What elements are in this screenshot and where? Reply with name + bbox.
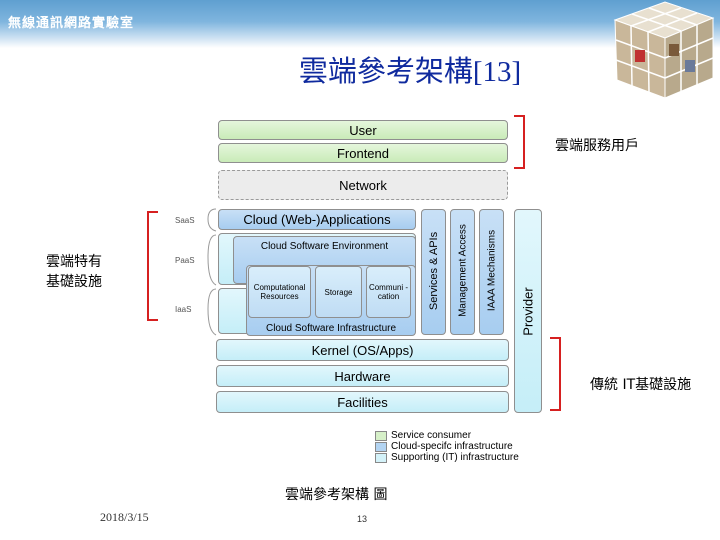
cube-logo [613, 1, 715, 99]
cloud-software-infrastructure-label: Cloud Software Infrastructure [265, 323, 397, 334]
lab-name: 無線通訊網路實驗室 [8, 16, 135, 31]
legend-swatch [375, 430, 387, 441]
hardware-layer: Hardware [216, 365, 509, 387]
network-layer: Network [218, 170, 508, 200]
traditional-it-bracket [550, 337, 561, 411]
services-apis-label: Services & APIs [428, 231, 440, 311]
storage: Storage [315, 266, 362, 318]
header-banner [0, 0, 720, 48]
annotation-traditional-it: 傳統 IT基礎設施 [590, 377, 692, 393]
figure-caption: 雲端參考架構 圖 [285, 487, 388, 503]
provider-label: Provider [520, 287, 536, 336]
legend-label: Cloud-specifc infrastructure [391, 441, 513, 452]
kernel-layer: Kernel (OS/Apps) [216, 339, 509, 361]
annotation-cloud-specific-line2: 基礎設施 [46, 274, 102, 290]
slide-title: 雲端參考架構[13] [0, 48, 720, 90]
management-access-column [450, 209, 475, 335]
legend-item: Service consumer [375, 430, 471, 441]
cloud-specific-bracket [147, 211, 158, 321]
provider-column [514, 209, 542, 413]
slide-title-text: 雲端參考架構 [298, 54, 473, 88]
management-access-label: Management Access [457, 224, 469, 317]
facilities-layer: Facilities [216, 391, 509, 413]
legend-swatch [375, 452, 387, 463]
communication: Communi -cation [366, 266, 411, 318]
annotation-service-users: 雲端服務用戶 [555, 138, 639, 154]
iaaa-label: IAAA Mechanisms [486, 229, 498, 312]
annotation-cloud-specific: 雲端特有 基礎設施 [46, 252, 102, 292]
level-saas: SaaS [175, 216, 195, 225]
legend-swatch [375, 441, 387, 452]
user-layer: User [218, 120, 508, 140]
footer-date: 2018/3/15 [100, 510, 149, 524]
legend-label: Service consumer [391, 430, 472, 441]
legend-item: Cloud-specifc infrastructure [375, 441, 513, 452]
legend-label: Supporting (IT) infrastructure [391, 452, 519, 463]
annotation-cloud-specific-line1: 雲端特有 [46, 254, 102, 270]
frontend-layer: Frontend [218, 143, 508, 163]
computational-resources: Computational Resources [248, 266, 311, 318]
iaaa-column [479, 209, 504, 335]
services-apis-column [421, 209, 446, 335]
level-iaas: IaaS [175, 305, 192, 314]
level-paas: PaaS [175, 256, 195, 265]
saas-applications: Cloud (Web-)Applications [218, 209, 416, 230]
level-brackets [207, 208, 217, 336]
slide-title-ref: [13] [472, 56, 522, 88]
page-number: 13 [357, 514, 368, 524]
legend-item: Supporting (IT) infrastructure [375, 452, 519, 463]
service-users-bracket [514, 115, 525, 169]
